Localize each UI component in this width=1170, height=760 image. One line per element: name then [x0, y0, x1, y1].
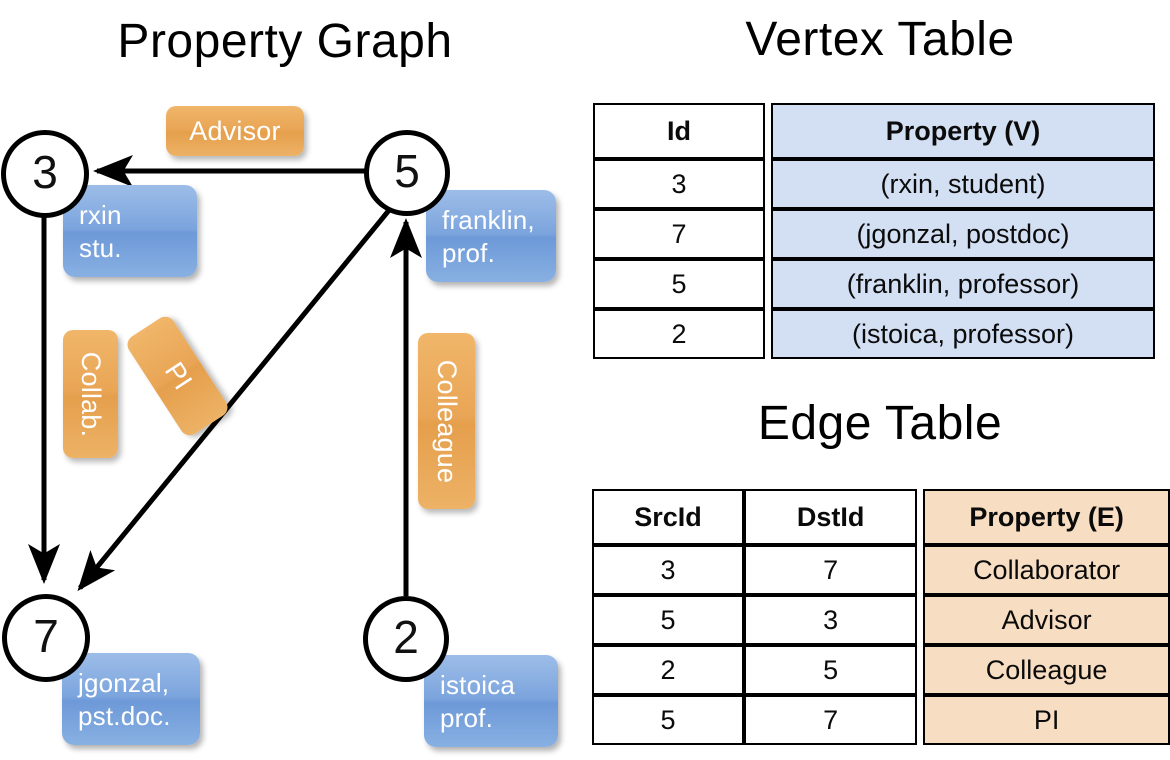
- vertex-cell-id: 5: [593, 259, 765, 309]
- property-graph-panel: Property Graph Advisor Collab.: [1, 15, 558, 747]
- edge-label-collab[interactable]: Collab.: [63, 330, 118, 458]
- page-title-property-graph: Property Graph: [117, 15, 453, 68]
- column-gap: [917, 695, 924, 745]
- vertex-cell-property: (rxin, student): [771, 159, 1155, 209]
- edge-cell-dstid: 5: [743, 645, 918, 695]
- vertex-cell-id: 3: [593, 159, 765, 209]
- column-gap: [765, 309, 771, 359]
- node-property-box-jgonzal[interactable]: jgonzal, pst.doc.: [62, 653, 200, 745]
- edge-cell-dstid: 7: [743, 695, 918, 745]
- graph-node-2-label: 2: [393, 611, 419, 663]
- node-property-role-istoica: prof.: [440, 702, 494, 733]
- column-gap: [917, 645, 924, 695]
- edge-label-colleague[interactable]: Colleague: [418, 333, 475, 509]
- edge-cell-srcid: 3: [592, 545, 744, 595]
- graph-node-2[interactable]: 2: [363, 596, 449, 682]
- edge-label-advisor[interactable]: Advisor: [166, 106, 304, 156]
- node-property-name-istoica: istoica: [440, 670, 516, 700]
- vertex-col-header-id: Id: [593, 103, 765, 159]
- vertex-col-header-property: Property (V): [771, 103, 1155, 159]
- graph-node-3-label: 3: [32, 146, 58, 198]
- table-row[interactable]: 3 7 Collaborator: [592, 545, 1170, 595]
- edge-cell-srcid: 5: [592, 695, 744, 745]
- node-property-name-rxin: rxin: [79, 200, 122, 230]
- edge-col-header-srcid: SrcId: [592, 489, 744, 545]
- edge-cell-property: Collaborator: [923, 545, 1170, 595]
- table-row[interactable]: 5 7 PI: [592, 695, 1170, 745]
- edge-cell-property: Colleague: [923, 645, 1170, 695]
- node-property-box-rxin[interactable]: rxin stu.: [63, 185, 197, 277]
- edge-cell-dstid: 3: [743, 595, 918, 645]
- graph-edges-svg: [28, 155, 422, 596]
- table-row[interactable]: 2 5 Colleague: [592, 645, 1170, 695]
- node-property-name-jgonzal: jgonzal,: [78, 668, 170, 698]
- vertex-cell-id: 7: [593, 209, 765, 259]
- node-property-box-franklin[interactable]: franklin, prof.: [426, 190, 556, 282]
- edge-col-header-property: Property (E): [923, 489, 1170, 545]
- edge-cell-dstid: 7: [743, 545, 918, 595]
- column-gap: [917, 489, 924, 545]
- vertex-table: Id Property (V) 3 (rxin, student) 7 (jgo…: [593, 103, 1155, 359]
- edge-col-header-dstid: DstId: [743, 489, 918, 545]
- node-property-role-rxin: stu.: [79, 232, 122, 263]
- edge-cell-property: PI: [923, 695, 1170, 745]
- graph-node-5-label: 5: [394, 145, 420, 197]
- edge-cell-property: Advisor: [923, 595, 1170, 645]
- edge-label-collab-text: Collab.: [76, 351, 107, 437]
- page-title-vertex-table: Vertex Table: [745, 13, 1015, 66]
- graph-node-7-label: 7: [33, 610, 59, 662]
- edge-cell-srcid: 5: [592, 595, 744, 645]
- edge-cell-srcid: 2: [592, 645, 744, 695]
- node-property-name-franklin: franklin,: [442, 205, 535, 235]
- column-gap: [917, 545, 924, 595]
- table-header-row: Id Property (V): [593, 103, 1155, 159]
- table-header-row: SrcId DstId Property (E): [592, 489, 1170, 545]
- column-gap: [917, 595, 924, 645]
- table-row[interactable]: 7 (jgonzal, postdoc): [593, 209, 1155, 259]
- vertex-cell-property: (franklin, professor): [771, 259, 1155, 309]
- edge-label-colleague-text: Colleague: [432, 359, 462, 483]
- node-property-role-jgonzal: pst.doc.: [78, 700, 171, 731]
- table-row[interactable]: 5 3 Advisor: [592, 595, 1170, 645]
- column-gap: [765, 259, 771, 309]
- edge-label-pi-text: PI: [158, 356, 198, 395]
- node-property-role-franklin: prof.: [442, 237, 496, 268]
- vertex-cell-id: 2: [593, 309, 765, 359]
- edge-label-advisor-text: Advisor: [189, 115, 281, 146]
- column-gap: [765, 159, 771, 209]
- page-title-edge-table: Edge Table: [757, 397, 1003, 450]
- graph-node-3[interactable]: 3: [1, 130, 89, 218]
- graph-node-7[interactable]: 7: [2, 594, 90, 682]
- table-row[interactable]: 5 (franklin, professor): [593, 259, 1155, 309]
- column-gap: [765, 103, 771, 159]
- graph-node-5[interactable]: 5: [364, 130, 450, 216]
- column-gap: [765, 209, 771, 259]
- vertex-cell-property: (istoica, professor): [771, 309, 1155, 359]
- table-row[interactable]: 2 (istoica, professor): [593, 309, 1155, 359]
- edge-table: SrcId DstId Property (E) 3 7 Collaborato…: [592, 489, 1170, 745]
- vertex-cell-property: (jgonzal, postdoc): [771, 209, 1155, 259]
- edge-arrow-5-to-7: [77, 207, 392, 592]
- table-row[interactable]: 3 (rxin, student): [593, 159, 1155, 209]
- node-property-box-istoica[interactable]: istoica prof.: [424, 655, 558, 747]
